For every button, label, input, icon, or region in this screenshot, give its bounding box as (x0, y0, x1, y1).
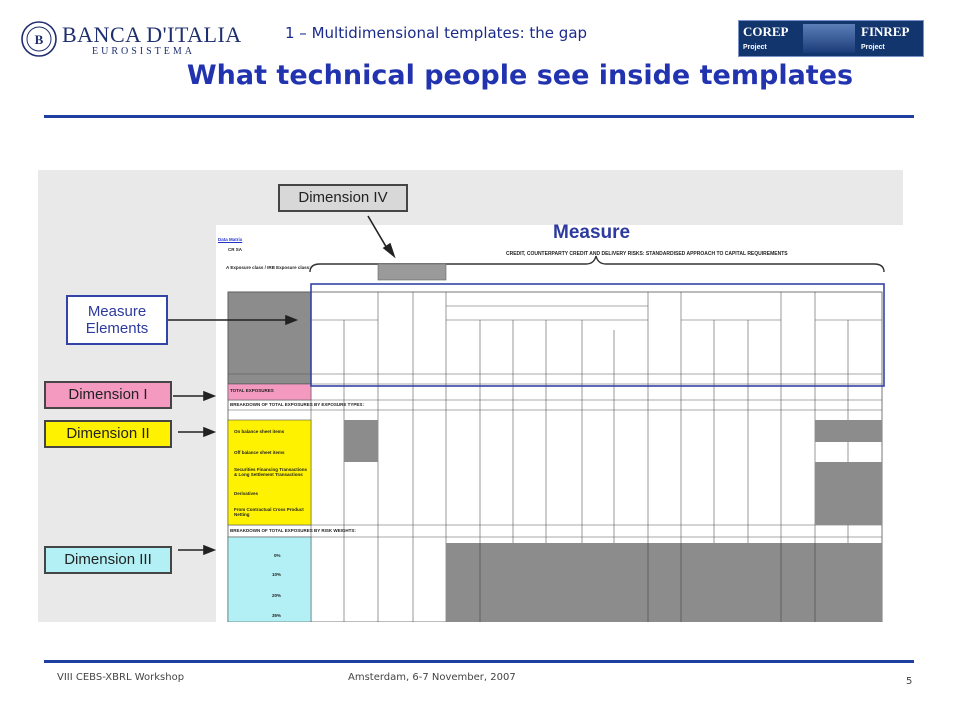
banner-left-sub: Project (743, 44, 767, 51)
callout-dimension-ii: Dimension II (44, 420, 172, 448)
row-cross-product: From Contractual Cross Product Netting (234, 507, 304, 517)
row-derivatives: Derivatives (234, 491, 259, 496)
banner-right-label: FINREP (861, 24, 910, 39)
callout-dimension-iii: Dimension III (44, 546, 172, 574)
banca-italia-logo: B (20, 20, 58, 58)
row-weight-35: 35% (272, 613, 282, 618)
svg-text:B: B (35, 32, 44, 47)
callout-dimension-i: Dimension I (44, 381, 172, 409)
row-breakdown-types: BREAKDOWN OF TOTAL EXPOSURES BY EXPOSURE… (230, 402, 364, 407)
callout-measure-elements: Measure Elements (66, 295, 168, 345)
title-rule (44, 115, 914, 118)
logo-subtitle: EUROSISTEMA (92, 46, 196, 57)
data-matrix-link[interactable]: Data Matrix (218, 237, 243, 242)
template-screenshot: Data Matrix CR SA A Exposure class / IRB… (38, 170, 903, 622)
slide-title: What technical people see inside templat… (186, 60, 854, 91)
page-number: 5 (906, 676, 913, 687)
footer-rule (44, 660, 914, 663)
template-heading: CREDIT, COUNTERPARTY CREDIT AND DELIVERY… (506, 251, 788, 257)
row-sft: Securities Financing Transactions & Long… (234, 467, 308, 477)
row-weight-10: 10% (272, 572, 282, 577)
banner-left-label: COREP (743, 24, 789, 39)
banner-right-sub: Project (861, 44, 885, 51)
logo-name: BANCA D'ITALIA (62, 22, 242, 47)
corep-finrep-banner: COREP Project FINREP Project (738, 20, 924, 57)
footer-location-date: Amsterdam, 6-7 November, 2007 (348, 672, 516, 683)
row-weight-0: 0% (274, 553, 281, 558)
row-on-balance: On balance sheet items (234, 429, 285, 434)
sheet-name: CR SA (228, 247, 243, 252)
footer-event: VIII CEBS-XBRL Workshop (57, 672, 185, 683)
callout-dimension-iv: Dimension IV (278, 184, 408, 212)
exposure-class-label: A Exposure class / IRB Exposure class: (226, 265, 311, 270)
row-weight-20: 20% (272, 593, 282, 598)
row-off-balance: Off balance sheet items (234, 450, 285, 455)
template-drawing (166, 215, 903, 622)
callout-measure: Measure (553, 222, 631, 243)
banner-image (803, 24, 855, 53)
row-breakdown-weights: BREAKDOWN OF TOTAL EXPOSURES BY RISK WEI… (230, 528, 356, 533)
emblem-icon: B (21, 21, 57, 57)
section-heading: 1 – Multidimensional templates: the gap (285, 24, 588, 42)
row-total-exposures: TOTAL EXPOSURES (230, 388, 274, 393)
